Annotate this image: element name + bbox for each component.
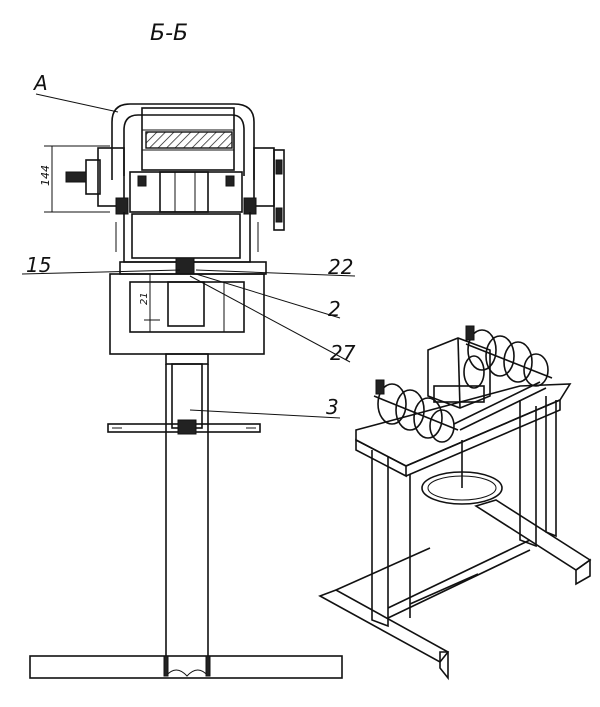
base-foot	[29, 655, 343, 679]
dimension-21: 21	[139, 273, 160, 321]
dimension-label-21: 21	[139, 292, 150, 305]
section-title: Б-Б	[150, 21, 188, 46]
roller-section	[145, 131, 233, 149]
callout-3: 3	[326, 395, 339, 419]
callout-15: 15	[26, 253, 51, 277]
front-view	[29, 103, 343, 679]
fastener-center	[175, 257, 195, 275]
dimension-label-144: 144	[39, 165, 52, 186]
isometric-view	[318, 325, 592, 681]
callout-27: 27	[330, 341, 356, 365]
leader-lines	[21, 93, 356, 419]
left-shaft	[65, 171, 87, 183]
callout-A: А	[32, 71, 48, 95]
callout-2: 2	[328, 297, 341, 321]
callout-22: 22	[328, 255, 353, 279]
dimension-144: 144	[39, 145, 110, 213]
